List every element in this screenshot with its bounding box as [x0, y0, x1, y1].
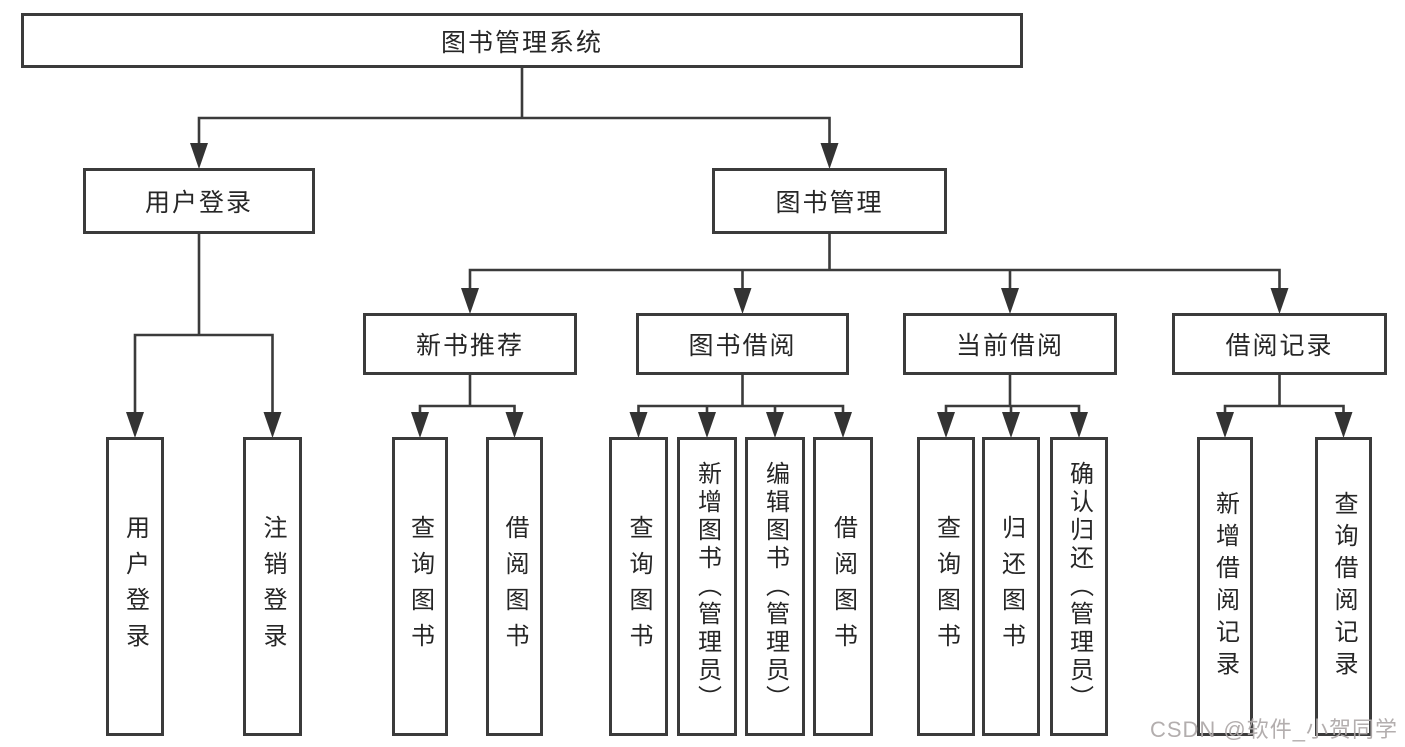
arrowhead-icon	[1002, 412, 1020, 438]
arrowhead-icon	[733, 288, 752, 314]
arrowhead-icon	[1334, 412, 1353, 438]
arrowhead-icon	[1001, 288, 1019, 314]
diagram-node-bb-add: 新增图书（管理员）	[677, 437, 737, 736]
arrowhead-icon	[1270, 288, 1289, 314]
diagram-node-bb-query: 查询图书	[609, 437, 668, 736]
arrowhead-icon	[263, 412, 282, 438]
node-label-nr-borrow: 借阅图书	[501, 514, 528, 659]
diagram-node-ul-logout: 注销登录	[243, 437, 302, 736]
node-label-user-login: 用户登录	[144, 189, 253, 217]
node-label-nr-query: 查询图书	[406, 514, 434, 659]
diagram-node-user-login: 用户登录	[83, 168, 315, 234]
node-label-book-borrow: 图书借阅	[688, 332, 797, 360]
node-label-ul-login: 用户登录	[121, 514, 149, 659]
arrowhead-icon	[820, 143, 839, 169]
arrowhead-icon	[190, 143, 208, 169]
node-label-root: 图书管理系统	[440, 28, 603, 57]
node-label-bb-query: 查询图书	[625, 514, 652, 659]
diagram-node-ul-login: 用户登录	[106, 437, 164, 736]
arrowhead-icon	[461, 288, 479, 314]
node-label-borrow-rec: 借阅记录	[1225, 332, 1334, 360]
node-label-book-mgmt: 图书管理	[775, 189, 884, 217]
arrowhead-icon	[1070, 412, 1088, 438]
diagram-node-bb-edit: 编辑图书（管理员）	[745, 437, 805, 736]
arrowhead-icon	[1216, 412, 1234, 438]
arrowhead-icon	[629, 412, 648, 438]
diagram-node-nr-borrow: 借阅图书	[486, 437, 543, 736]
connector-path-book-borrow	[637, 373, 845, 419]
diagram-node-borrow-rec: 借阅记录	[1172, 313, 1387, 375]
diagram-node-new-rec: 新书推荐	[363, 313, 577, 375]
node-label-new-rec: 新书推荐	[415, 332, 524, 360]
arrowhead-icon	[937, 412, 955, 438]
diagram-node-br-query: 查询借阅记录	[1315, 437, 1372, 736]
arrowhead-icon	[834, 412, 852, 438]
node-label-cb-return: 归还图书	[997, 514, 1025, 659]
node-label-br-query: 查询借阅记录	[1330, 490, 1357, 683]
node-label-br-add: 新增借阅记录	[1211, 490, 1239, 683]
connector-path-root	[197, 66, 831, 150]
node-label-ul-logout: 注销登录	[259, 514, 286, 659]
diagram-node-br-add: 新增借阅记录	[1197, 437, 1253, 736]
diagram-node-bb-borrow: 借阅图书	[813, 437, 873, 736]
node-label-bb-borrow: 借阅图书	[829, 514, 857, 659]
node-label-cb-query: 查询图书	[932, 514, 960, 659]
arrowhead-icon	[126, 412, 144, 438]
arrowhead-icon	[505, 412, 524, 438]
arrowhead-icon	[698, 412, 716, 438]
diagram-node-root: 图书管理系统	[21, 13, 1023, 68]
diagram-node-cur-borrow: 当前借阅	[903, 313, 1117, 375]
diagram-node-book-borrow: 图书借阅	[636, 313, 849, 375]
connector-path-new-rec	[418, 373, 516, 419]
node-label-cur-borrow: 当前借阅	[955, 332, 1064, 360]
arrowhead-icon	[766, 412, 784, 438]
node-label-bb-add: 新增图书（管理员）	[693, 460, 721, 713]
connector-path-user-login	[133, 232, 274, 419]
arrowhead-icon	[411, 412, 429, 438]
diagram-node-cb-return: 归还图书	[982, 437, 1040, 736]
diagram-node-cb-confirm: 确认归还（管理员）	[1050, 437, 1108, 736]
node-label-cb-confirm: 确认归还（管理员）	[1065, 460, 1093, 713]
diagram-node-cb-query: 查询图书	[917, 437, 975, 736]
diagram-node-book-mgmt: 图书管理	[712, 168, 947, 234]
connector-path-borrow-rec	[1223, 373, 1345, 419]
connector-path-cur-borrow	[944, 373, 1081, 419]
diagram-node-nr-query: 查询图书	[392, 437, 448, 736]
node-label-bb-edit: 编辑图书（管理员）	[761, 460, 789, 713]
connector-path-book-mgmt	[468, 232, 1281, 295]
